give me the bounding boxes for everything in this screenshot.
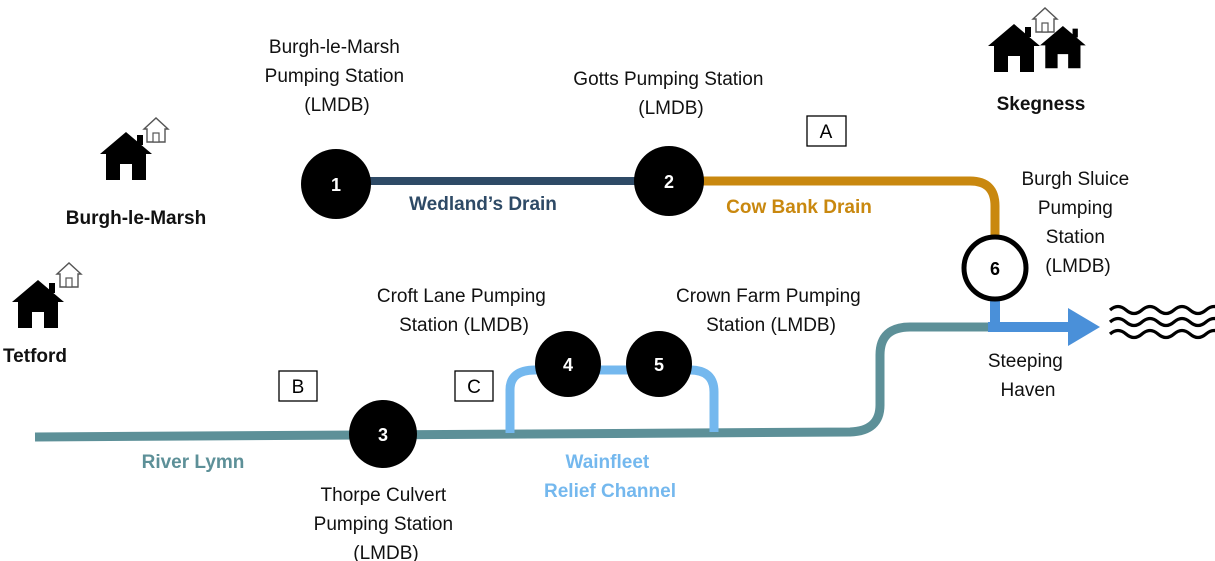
- station-6-label: Burgh Sluice Pumping Station (LMDB): [1021, 169, 1134, 277]
- station-5-circle: [626, 331, 692, 397]
- box-c: C: [454, 370, 494, 402]
- box-a: A: [806, 115, 847, 147]
- station-2-label-line: (LMDB): [638, 98, 703, 119]
- house-icon: [1032, 7, 1058, 33]
- station-1-label: Burgh-le-Marsh Pumping Station (LMDB): [265, 37, 410, 116]
- steeping-haven-label: Steeping Haven: [988, 351, 1068, 401]
- house-icon: [12, 280, 64, 328]
- station-5-number: 5: [654, 355, 664, 375]
- steeping-haven-label-line: Haven: [1001, 380, 1056, 401]
- station-2: 2: [634, 146, 704, 216]
- station-3-circle: [349, 400, 417, 468]
- wainfleet-label-line: Relief Channel: [544, 481, 676, 502]
- station-6-label-line: (LMDB): [1045, 256, 1110, 277]
- station-1-label-line: Pumping Station: [265, 66, 404, 87]
- station-6-circle: [961, 234, 1029, 302]
- station-2-label: Gotts Pumping Station (LMDB): [573, 69, 768, 119]
- river-lymn-line: [34, 322, 990, 442]
- station-3: 3: [349, 400, 417, 468]
- house-icon: [988, 24, 1040, 72]
- box-b: B: [278, 370, 318, 402]
- station-1-label-line: (LMDB): [304, 95, 369, 116]
- burgh-town: Burgh-le-Marsh: [66, 117, 206, 229]
- box-a-frame: [806, 115, 847, 147]
- steeping-haven-label-line: Steeping: [988, 351, 1063, 372]
- house-icon: [100, 132, 152, 180]
- station-5-label-line: Crown Farm Pumping: [676, 286, 861, 307]
- wainfleet-label-line: Wainfleet: [565, 452, 649, 473]
- station-4-label-line: Station (LMDB): [399, 315, 529, 336]
- wainfleet-relief-channel-label: Wainfleet Relief Channel: [544, 452, 676, 502]
- station-4-number: 4: [563, 355, 573, 375]
- house-icon: [56, 262, 82, 288]
- station-3-label-line: Pumping Station: [314, 514, 453, 535]
- station-3-number: 3: [378, 425, 388, 445]
- station-1: 1: [301, 149, 371, 219]
- station-6-label-line: Station: [1046, 227, 1105, 248]
- station-1-number: 1: [331, 175, 341, 195]
- station-6-number: 6: [990, 259, 1000, 279]
- box-b-frame: [278, 370, 318, 402]
- station-3-label-line: Thorpe Culvert: [321, 485, 447, 506]
- station-4-label: Croft Lane Pumping Station (LMDB): [377, 286, 551, 336]
- cow-bank-drain-line: [668, 176, 1000, 240]
- box-c-letter: C: [467, 377, 481, 398]
- wainfleet-relief-channel-line: [505, 365, 719, 433]
- station-5-label-line: Station (LMDB): [706, 315, 836, 336]
- skegness-town-label: Skegness: [997, 94, 1086, 115]
- station-5: 5: [626, 331, 692, 397]
- cow-bank-drain-label: Cow Bank Drain: [726, 197, 872, 218]
- station-6: 6: [961, 234, 1029, 302]
- station-4: 4: [535, 331, 601, 397]
- wedlands-drain-label: Wedland’s Drain: [409, 194, 557, 215]
- station-2-number: 2: [664, 172, 674, 192]
- waves-icon: [1108, 304, 1215, 340]
- station-6-label-line: Pumping: [1038, 198, 1113, 219]
- station-2-circle: [634, 146, 704, 216]
- house-icon: [143, 117, 169, 143]
- station-4-circle: [535, 331, 601, 397]
- station-2-label-line: Gotts Pumping Station: [573, 69, 763, 90]
- haven-arrow-head: [1068, 308, 1100, 346]
- box-b-letter: B: [292, 377, 305, 398]
- station-1-label-line: Burgh-le-Marsh: [269, 37, 400, 58]
- skegness-town: Skegness: [988, 7, 1086, 115]
- station-3-label-line: (LMDB): [353, 543, 418, 561]
- burgh-town-label: Burgh-le-Marsh: [66, 208, 206, 229]
- station-3-label: Thorpe Culvert Pumping Station (LMDB): [314, 485, 459, 561]
- station-1-circle: [301, 149, 371, 219]
- station-6-label-line: Burgh Sluice: [1021, 169, 1129, 190]
- river-lymn-label: River Lymn: [142, 452, 245, 473]
- station-5-label: Crown Farm Pumping Station (LMDB): [676, 286, 866, 336]
- box-a-letter: A: [820, 122, 833, 143]
- station-4-label-line: Croft Lane Pumping: [377, 286, 546, 307]
- tetford-town-label: Tetford: [3, 346, 67, 367]
- tetford-town: Tetford: [3, 262, 82, 367]
- box-c-frame: [454, 370, 494, 402]
